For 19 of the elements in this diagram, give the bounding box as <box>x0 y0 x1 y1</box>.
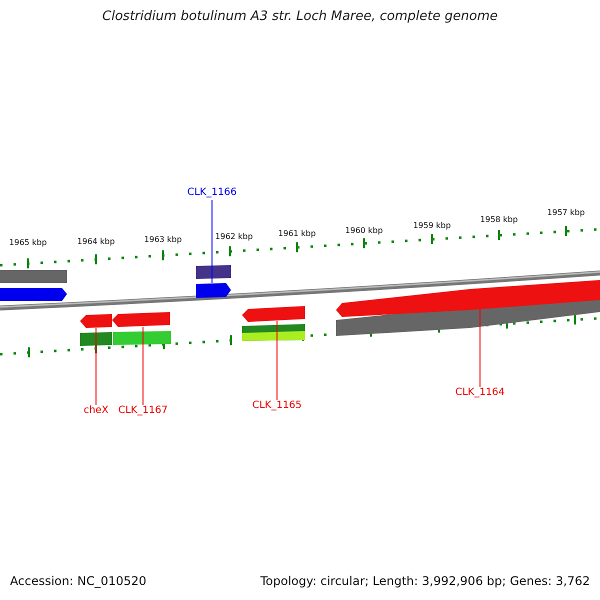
accession-text: Accession: NC_010520 <box>10 574 146 588</box>
genome-info-text: Topology: circular; Length: 3,992,906 bp; Genes: 3,762 <box>260 574 590 588</box>
scale-label: 1960 kbp <box>345 226 383 235</box>
leader-line <box>142 326 144 406</box>
gene-label: CLK_1164 <box>455 387 505 398</box>
title: Clostridium botulinum A3 str. Loch Maree, complete genome <box>102 9 498 24</box>
scale-label: 1961 kbp <box>278 229 316 238</box>
gene-label: CLK_1166 <box>187 187 237 198</box>
scale-label: 1963 kbp <box>144 235 182 244</box>
scale-label: 1962 kbp <box>215 232 253 241</box>
scale-label: 1958 kbp <box>480 215 518 224</box>
scale-label: 1957 kbp <box>547 208 585 217</box>
scale-label: 1965 kbp <box>9 238 47 247</box>
scale-label: 1959 kbp <box>413 221 451 230</box>
scale-label: 1964 kbp <box>77 237 115 246</box>
gene-label: CLK_1167 <box>118 405 168 416</box>
gene-label: cheX <box>84 405 108 416</box>
gene-label: CLK_1165 <box>252 400 302 411</box>
leader-line <box>276 320 278 400</box>
